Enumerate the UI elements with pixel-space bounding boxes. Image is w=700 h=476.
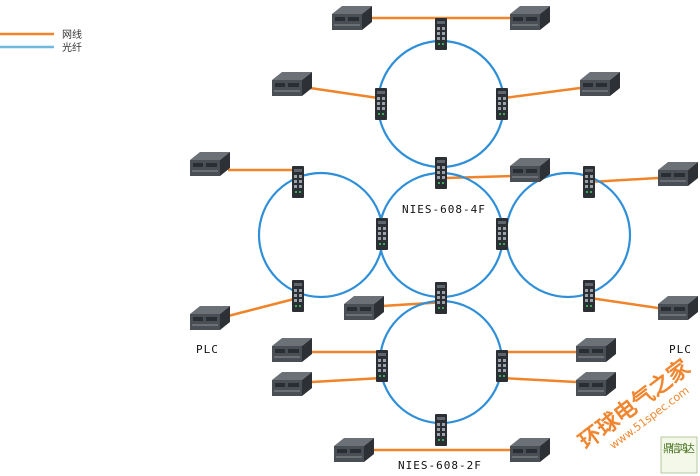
plc-device: [657, 295, 699, 321]
ethernet-cable: [589, 176, 659, 184]
switch-device: [496, 350, 508, 382]
switch-device: [376, 350, 388, 382]
switch-device: [376, 218, 388, 250]
switch-device: [435, 157, 447, 189]
stamp-text: 鼎信鸿达: [663, 441, 695, 455]
switch-device: [435, 282, 447, 314]
plc-device: [333, 437, 375, 463]
plc-device: [575, 371, 617, 397]
plc-device: [657, 161, 699, 187]
fiber-ring-center: [377, 171, 505, 299]
plc-label-right: PLC: [669, 343, 692, 356]
plc-device: [575, 337, 617, 363]
ethernet-cables: [227, 16, 659, 452]
switch-device: [292, 280, 304, 312]
switch-device: [583, 280, 595, 312]
fiber-ring-left: [257, 171, 385, 299]
switch-device: [375, 88, 387, 120]
fiber-ring-right: [504, 171, 632, 299]
stamp-logo: 鼎信鸿达: [660, 436, 698, 474]
switch-model-label-4f: NIES-608-4F: [402, 203, 486, 216]
ethernet-cable: [309, 86, 379, 100]
ethernet-cable: [311, 376, 383, 384]
fiber-rings: [257, 39, 632, 425]
plc-label-left: PLC: [196, 343, 219, 356]
plc-device: [331, 5, 373, 31]
legend: 网线 光纤: [0, 28, 82, 54]
switch-device: [496, 88, 508, 120]
switch-model-label-2f: NIES-608-2F: [398, 459, 482, 472]
ethernet-cable: [445, 174, 513, 180]
plc-device: [509, 5, 551, 31]
ethernet-cable: [227, 296, 299, 318]
plc-device: [189, 151, 231, 177]
switch-device: [292, 166, 304, 198]
plc-device: [509, 157, 551, 183]
switch-device: [435, 414, 447, 446]
plc-device: [509, 437, 551, 463]
plc-device: [271, 337, 313, 363]
ethernet-cable: [501, 376, 577, 384]
plc-device: [579, 71, 621, 97]
legend-ethernet-label: 网线: [62, 28, 82, 41]
switch-device: [583, 166, 595, 198]
legend-fiber-label: 光纤: [62, 41, 82, 54]
switch-device: [496, 218, 508, 250]
fiber-ring-bottom: [378, 299, 504, 425]
switch-device: [435, 18, 447, 50]
plc-device: [343, 295, 385, 321]
plc-device: [271, 71, 313, 97]
plc-device: [189, 305, 231, 331]
ethernet-cable: [589, 296, 659, 310]
ethernet-cable: [503, 86, 581, 100]
plc-devices: [189, 5, 699, 463]
plc-device: [271, 371, 313, 397]
fiber-ring-top: [376, 39, 506, 169]
